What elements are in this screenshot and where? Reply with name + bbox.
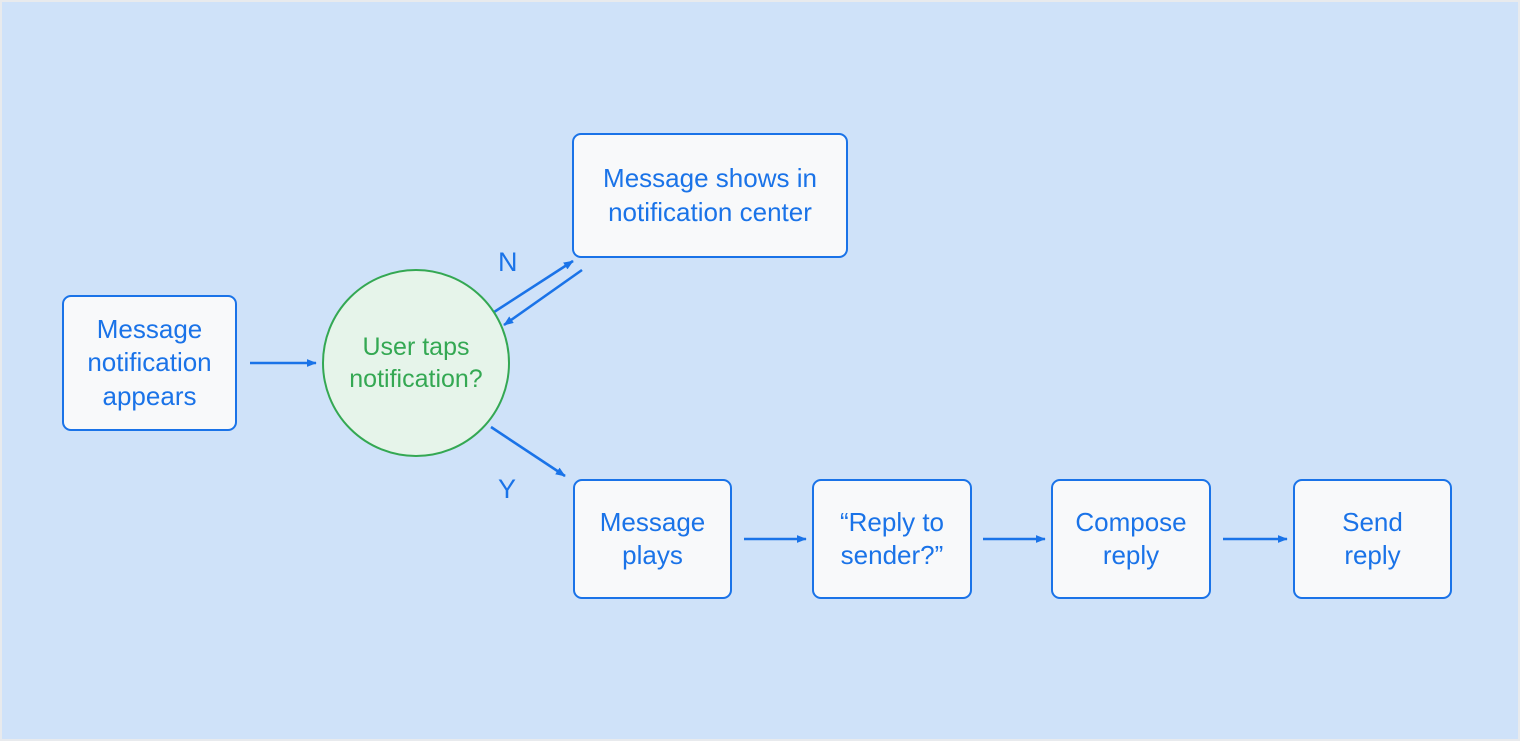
node-user-taps-notification[interactable]: User taps notification? [322,269,510,457]
node-message-notification-appears[interactable]: Message notification appears [62,295,237,431]
node-label: Compose reply [1075,506,1187,570]
node-reply-to-sender[interactable]: “Reply to sender?” [812,479,972,599]
connector-edge-decision-yes-to-message-plays [490,425,566,478]
branch-label-yes: Y [498,474,517,504]
node-compose-reply[interactable]: Compose reply [1051,479,1211,599]
node-message-plays[interactable]: Message plays [573,479,732,599]
connector-edge-notification-center-back-to-decision [503,268,583,327]
node-label: Message shows in notification center [603,163,817,227]
node-label: User taps notification? [349,333,483,393]
node-label: Send reply [1342,506,1403,570]
node-label: “Reply to sender?” [839,506,945,570]
branch-label-no: N [498,247,518,277]
node-label: Message plays [599,506,706,570]
node-message-shows-in-notification-center[interactable]: Message shows in notification center [572,133,848,258]
node-label: Message notification appears [87,314,212,411]
node-send-reply[interactable]: Send reply [1293,479,1452,599]
